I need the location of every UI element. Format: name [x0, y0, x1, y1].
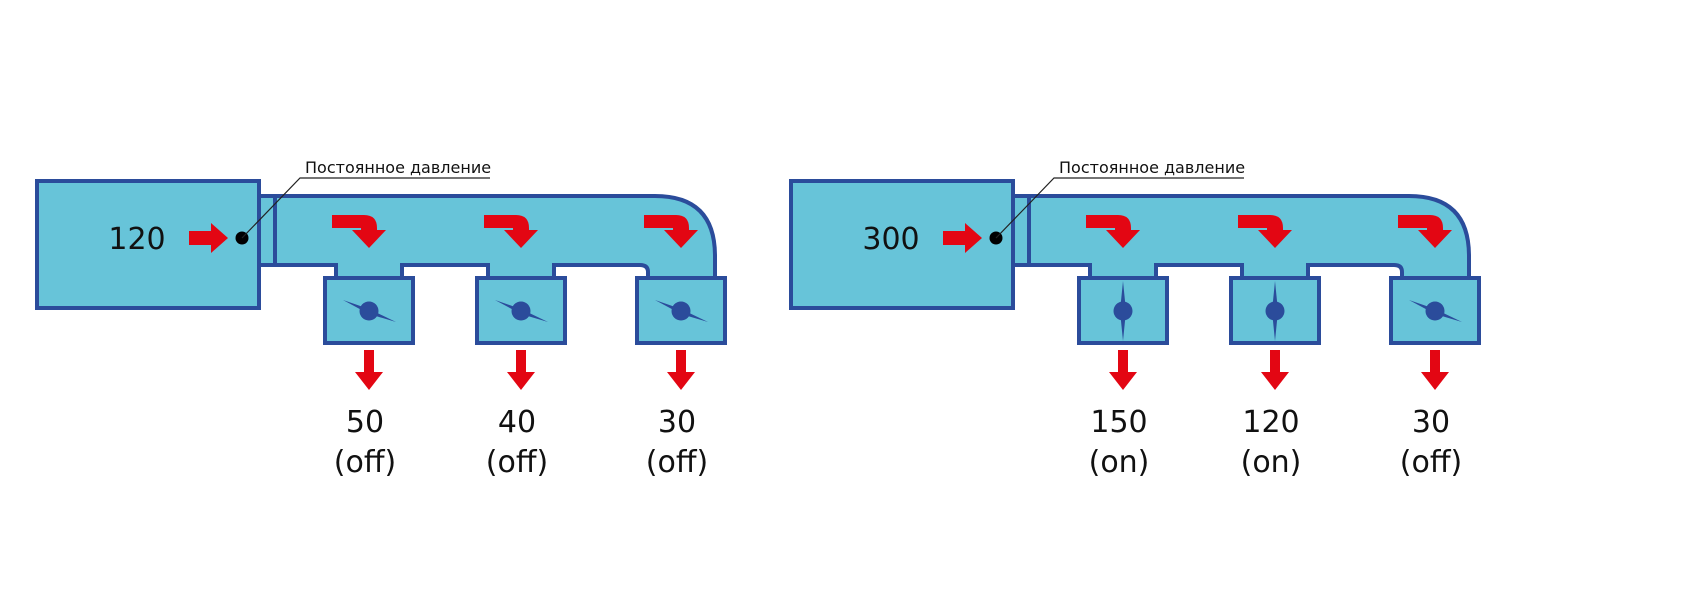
damper-pivot-icon	[1425, 301, 1445, 321]
outlet-1: 50 (off)	[323, 215, 415, 480]
outlet-3: 30 (off)	[635, 215, 727, 480]
diagram-right: 300 Постоянное давление 150 (on) 120 (on) 30 (o…	[789, 158, 1481, 480]
outlet-2: 120 (on)	[1229, 215, 1321, 480]
damper-pivot-icon	[511, 301, 531, 321]
branch-arrow-icon	[484, 215, 538, 248]
source-flow-value: 300	[862, 222, 919, 257]
outlet-state: (on)	[1241, 445, 1302, 480]
branch-arrow-icon	[1398, 215, 1452, 248]
outlet-flow-value: 120	[1242, 405, 1299, 440]
callout-leader-line	[995, 177, 1244, 239]
outlet-state: (off)	[646, 445, 708, 480]
air-handler-unit	[789, 179, 1015, 310]
main-duct	[1027, 194, 1471, 280]
outlet-flow-value: 30	[1412, 405, 1450, 440]
outlet-flow-value: 40	[498, 405, 536, 440]
outlet-arrow-icon	[1261, 350, 1289, 390]
outlet-state: (on)	[1089, 445, 1150, 480]
callout-label: Постоянное давление	[1059, 158, 1245, 177]
outlet-flow-value: 150	[1090, 405, 1147, 440]
outlet-state: (off)	[1400, 445, 1462, 480]
inlet-arrow-icon	[943, 223, 982, 253]
outlet-state: (off)	[334, 445, 396, 480]
outlet-flow-value: 30	[658, 405, 696, 440]
outlet-1: 150 (on)	[1077, 215, 1169, 480]
outlet-flow-value: 50	[346, 405, 384, 440]
branch-arrow-icon	[644, 215, 698, 248]
damper-pivot-icon	[1265, 301, 1285, 321]
callout-label: Постоянное давление	[305, 158, 491, 177]
outlet-3: 30 (off)	[1389, 215, 1481, 480]
branch-arrow-icon	[1086, 215, 1140, 248]
outlet-arrow-icon	[1421, 350, 1449, 390]
damper-pivot-icon	[1113, 301, 1133, 321]
branch-arrow-icon	[1238, 215, 1292, 248]
damper-pivot-icon	[359, 301, 379, 321]
source-flow-value: 120	[108, 222, 165, 257]
outlet-2: 40 (off)	[475, 215, 567, 480]
damper-pivot-icon	[671, 301, 691, 321]
inlet-arrow-icon	[189, 223, 228, 253]
outlet-arrow-icon	[355, 350, 383, 390]
outlet-arrow-icon	[507, 350, 535, 390]
outlet-state: (off)	[486, 445, 548, 480]
branch-arrow-icon	[332, 215, 386, 248]
air-handler-unit	[35, 179, 261, 310]
outlet-arrow-icon	[667, 350, 695, 390]
callout-leader-line	[241, 177, 490, 239]
diagram-left: 120 Постоянное давление 50 (off) 40 (off) 30 (o…	[35, 158, 727, 480]
outlet-arrow-icon	[1109, 350, 1137, 390]
main-duct	[273, 194, 717, 280]
